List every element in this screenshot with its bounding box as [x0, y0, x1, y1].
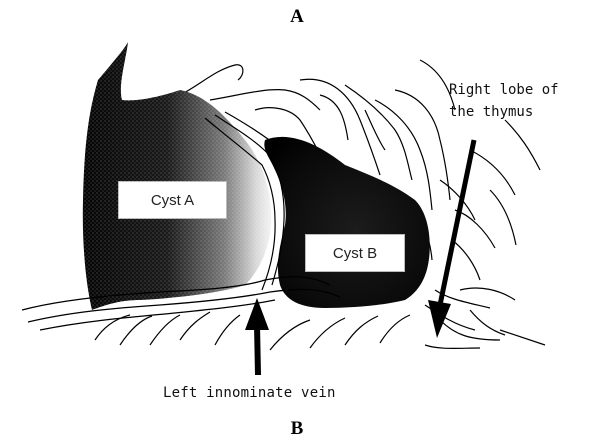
vein-arrow — [245, 298, 269, 375]
panel-letter-b: B — [285, 418, 309, 440]
vein-label: Left innominate vein — [163, 384, 336, 403]
panel-letter-a: A — [285, 6, 309, 28]
cyst-b — [264, 137, 429, 308]
thymus-label-line2: the thymus — [449, 103, 533, 122]
cyst-a-label: Cyst A — [118, 181, 227, 219]
thymus-arrow — [428, 140, 474, 338]
cyst-a-stipple — [83, 42, 271, 310]
thymus-label-line1: Right lobe of — [449, 81, 559, 100]
cyst-b-label: Cyst B — [305, 234, 405, 272]
